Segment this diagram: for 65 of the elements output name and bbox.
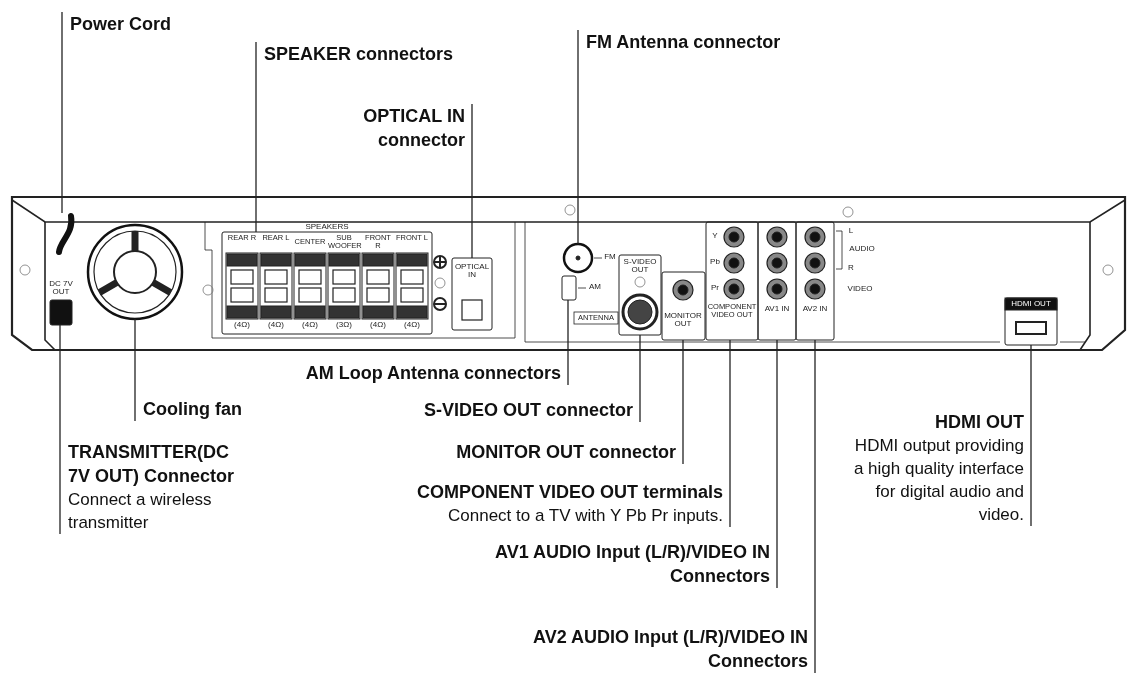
callout-label: Power Cord xyxy=(62,12,232,36)
leader-line xyxy=(682,339,684,465)
hdmi-port-panel xyxy=(1004,297,1058,346)
leader-line xyxy=(639,334,641,423)
panel-marking: Pb xyxy=(709,258,721,267)
panel-marking: (4Ω) xyxy=(267,321,285,330)
leader-line xyxy=(814,339,816,674)
leader-line xyxy=(1030,344,1032,527)
callout-description: Connect a wireless transmitter xyxy=(68,489,213,534)
callout-label: AV2 AUDIO Input (L/R)/VIDEO IN Connectors xyxy=(470,625,815,673)
leader-line xyxy=(776,339,778,589)
panel-marking: MONITOR OUT xyxy=(663,312,703,329)
component-jack-panel xyxy=(705,221,759,341)
callout-label: AV1 AUDIO Input (L/R)/VIDEO IN Connectors xyxy=(432,540,777,588)
antenna-jack xyxy=(562,242,594,274)
transmitter-jack xyxy=(49,299,73,326)
panel-marking: HDMI OUT xyxy=(1010,300,1052,309)
av-jack-panel xyxy=(795,221,835,341)
antenna-terminal xyxy=(561,275,577,301)
callout-label: HDMI OUT xyxy=(934,411,1024,434)
callout-label: FM Antenna connector xyxy=(578,30,858,54)
callout-label: OPTICAL IN connector xyxy=(337,104,472,152)
panel-marking: Pr xyxy=(710,284,720,293)
panel-marking: S-VIDEO OUT xyxy=(622,258,658,275)
panel-marking: (4Ω) xyxy=(403,321,421,330)
av-jack-panel xyxy=(757,221,797,341)
leader-line xyxy=(134,318,136,422)
panel-marking: AUDIO xyxy=(848,245,876,254)
callout-label: SPEAKER connectors xyxy=(256,42,526,66)
panel-marking: R xyxy=(847,264,855,273)
panel-marking: VIDEO xyxy=(846,285,874,294)
callout-label: AM Loop Antenna connectors xyxy=(208,361,568,385)
leader-line xyxy=(577,29,579,245)
panel-marking: (4Ω) xyxy=(301,321,319,330)
panel-marking: OPTICAL IN xyxy=(453,263,491,280)
callout-label: MONITOR OUT connector xyxy=(373,440,683,464)
callout-label: TRANSMITTER(DC 7V OUT) Connector xyxy=(68,441,235,488)
panel-marking: AV2 IN xyxy=(801,305,829,314)
power-cord xyxy=(56,213,75,255)
optical-jack-panel xyxy=(451,257,493,331)
s-video-jack-panel xyxy=(618,254,662,336)
callout-description: HDMI output providing a high quality interface for digital audio and video. xyxy=(852,435,1024,526)
leader-line xyxy=(59,324,61,535)
panel-marking: AM xyxy=(588,283,602,292)
panel-marking: AV1 IN xyxy=(763,305,791,314)
panel-marking: (4Ω) xyxy=(233,321,251,330)
panel-marking: L xyxy=(847,227,855,236)
leader-line xyxy=(567,299,569,386)
panel-marking: (4Ω) xyxy=(369,321,387,330)
cooling-fan xyxy=(86,223,184,321)
leader-line xyxy=(255,41,257,233)
leader-line xyxy=(729,339,731,528)
panel-marking: Y xyxy=(711,232,719,241)
panel-marking: DC 7V OUT xyxy=(48,280,74,297)
callout-description: Connect to a TV with Y Pb Pr inputs. xyxy=(447,505,723,527)
panel-marking: SPEAKERS xyxy=(304,223,350,232)
callout-label: Cooling fan xyxy=(135,397,275,421)
leader-line xyxy=(61,11,63,214)
leader-line xyxy=(471,103,473,259)
panel-marking: (3Ω) xyxy=(335,321,353,330)
speaker-terminal-block xyxy=(221,231,433,335)
panel-marking: FM xyxy=(603,253,617,262)
callout-label: S-VIDEO OUT connector xyxy=(340,398,640,422)
callout-label: COMPONENT VIDEO OUT terminals xyxy=(415,481,723,504)
monitor-jack-panel xyxy=(661,271,706,341)
